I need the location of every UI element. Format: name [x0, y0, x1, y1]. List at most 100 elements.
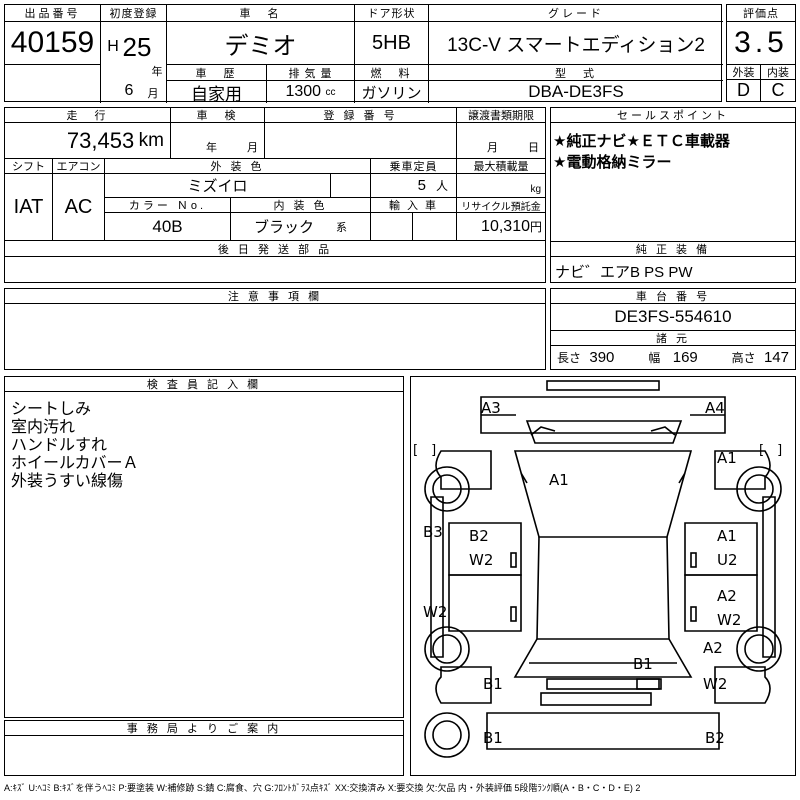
- int-color-unit: 系: [336, 221, 347, 234]
- inspector-block: 検 査 員 記 入 欄 シートしみ 室内汚れ ハンドルすれ ホイールカバーＡ 外…: [4, 376, 404, 718]
- damage-mark: B1: [483, 675, 503, 693]
- int-color-value-cell: ブラック 系: [231, 213, 371, 241]
- inspector-line: ホイールカバーＡ: [11, 455, 139, 472]
- inspection-value-cell: 年月: [171, 123, 265, 159]
- displacement-value: 1300: [285, 83, 322, 100]
- capacity-unit: 人: [435, 179, 448, 193]
- inspector-line: シートしみ: [11, 401, 92, 418]
- exterior-value: D: [727, 80, 761, 101]
- recycle-label: リサイクル預託金: [457, 198, 545, 213]
- transfer-day-unit: 日: [528, 142, 539, 154]
- history-label: 車 歴: [167, 65, 267, 81]
- damage-mark: A3: [481, 399, 501, 417]
- damage-mark: A4: [705, 399, 725, 417]
- shift-label: シフト: [5, 159, 53, 174]
- lot-number-label: 出品番号: [5, 5, 101, 22]
- chassis-block: 車 台 番 号 DE3FS-554610 諸 元 長さ 390 幅 169 高さ…: [550, 288, 796, 370]
- reg-no-label: 登 録 番 号: [265, 108, 457, 123]
- width-value: 169: [672, 349, 698, 366]
- mileage-unit: km: [138, 129, 164, 151]
- score-block: 評価点 3.5 外装 内装 D C: [726, 4, 796, 102]
- transfer-month-unit: 月: [487, 142, 498, 154]
- score-value: 3.5: [734, 26, 788, 59]
- sales-point-label: セールスポイント: [551, 108, 795, 123]
- first-reg-year: 25: [122, 31, 152, 62]
- recycle-unit: 円: [529, 220, 542, 234]
- chassis-value: DE3FS-554610: [551, 304, 795, 331]
- load-label: 最大積載量: [457, 159, 545, 174]
- office-label: 事 務 局 よ り ご 案 内: [5, 721, 403, 736]
- first-reg-label: 初度登録: [101, 5, 167, 22]
- ac-label: エアコン: [53, 159, 105, 174]
- dims-row: 長さ 390 幅 169 高さ 147: [551, 346, 795, 369]
- color-extra: [331, 174, 371, 198]
- inspector-label: 検 査 員 記 入 欄: [5, 377, 403, 392]
- damage-mark: B1: [633, 655, 653, 673]
- header-block: 出品番号 40159 初度登録 H 25 年 6 月 車 名 デミオ ドア形状 …: [4, 4, 723, 103]
- exterior-label: 外装: [727, 64, 761, 80]
- sales-point-line: ★電動格納ミラー: [553, 154, 672, 171]
- damage-mark: W2: [469, 551, 494, 569]
- grade-value: 13C-V スマートエディション2: [447, 34, 705, 56]
- color-label: 外 装 色: [105, 159, 371, 174]
- length-label: 長さ: [557, 351, 582, 365]
- sales-point-line: ★純正ナビ★ＥＴＣ車載器: [553, 133, 730, 150]
- fuel-label: 燃 料: [355, 65, 429, 81]
- notes-block: 注 意 事 項 欄: [4, 288, 546, 370]
- displacement-unit: cc: [325, 86, 336, 98]
- damage-mark: A1: [549, 471, 569, 489]
- bracket-right: [ ]: [759, 443, 783, 458]
- dims-label: 諸 元: [551, 331, 795, 346]
- sales-point-block: セールスポイント ★純正ナビ★ＥＴＣ車載器 ★電動格納ミラー 純 正 装 備 ナ…: [550, 107, 796, 283]
- import-value-a: [371, 213, 413, 241]
- height-value: 147: [763, 349, 789, 366]
- office-block: 事 務 局 よ り ご 案 内: [4, 720, 404, 776]
- later-parts-value: [5, 257, 545, 282]
- color-value: ミズイロ: [105, 174, 331, 198]
- score-label: 評価点: [727, 5, 795, 22]
- model-label: 型 式: [429, 65, 723, 81]
- inspector-line: 室内汚れ: [11, 419, 76, 436]
- history-value: 自家用: [167, 81, 267, 103]
- capacity-label: 乗車定員: [371, 159, 457, 174]
- mileage-value: 73,453: [66, 127, 135, 153]
- int-color-value: ブラック: [253, 219, 314, 236]
- capacity-value: 5: [417, 177, 426, 194]
- damage-mark: B1: [483, 729, 503, 747]
- inspection-year-unit: 年: [206, 142, 217, 154]
- inspection-month-unit: 月: [247, 142, 258, 154]
- transfer-value-cell: 月日: [457, 123, 545, 159]
- damage-diagram: [ ] [ ] A3 A4 A1 A1 B3 B2 W2 A1 U2 W2 A2…: [410, 376, 796, 776]
- vehicle-info-block: 走 行 車 検 登 録 番 号 譲渡書類期限 73,453 km 年月 月日 シ…: [4, 107, 546, 283]
- shift-value: IAT: [5, 174, 53, 241]
- damage-mark: U2: [717, 551, 738, 569]
- door-value: 5HB: [355, 22, 429, 64]
- lot-number-value: 40159: [5, 22, 101, 64]
- displacement-value-cell: 1300 cc: [267, 81, 355, 103]
- equipment-label: 純 正 装 備: [551, 242, 795, 257]
- inspector-line: 外装うすい線傷: [11, 473, 124, 490]
- transfer-label: 譲渡書類期限: [457, 108, 545, 123]
- damage-mark: B3: [423, 523, 443, 541]
- int-color-label: 内 装 色: [231, 198, 371, 213]
- car-name-label: 車 名: [167, 5, 355, 22]
- displacement-label: 排 気 量: [267, 65, 355, 81]
- bracket-left: [ ]: [413, 443, 437, 458]
- recycle-value: 10,310: [481, 217, 530, 235]
- car-outline-diagram: [424, 380, 782, 758]
- first-reg-year-unit: 年: [151, 66, 163, 78]
- first-reg-month: 6: [124, 82, 134, 99]
- ac-value: AC: [53, 174, 105, 241]
- damage-mark: A2: [703, 639, 723, 657]
- inspection-label: 車 検: [171, 108, 265, 123]
- length-value: 390: [589, 349, 615, 366]
- height-label: 高さ: [731, 351, 756, 365]
- damage-mark: A1: [717, 527, 737, 545]
- fuel-value: ガソリン: [355, 81, 429, 103]
- inspector-line: ハンドルすれ: [11, 437, 108, 454]
- mileage-label: 走 行: [5, 108, 171, 123]
- reg-no-value: [265, 123, 457, 159]
- damage-mark: W2: [717, 611, 742, 629]
- notes-label: 注 意 事 項 欄: [5, 289, 545, 304]
